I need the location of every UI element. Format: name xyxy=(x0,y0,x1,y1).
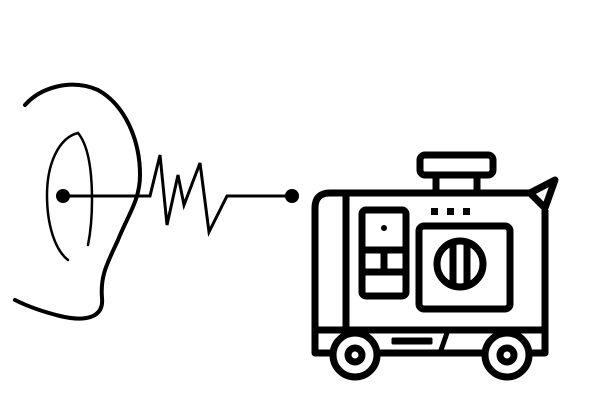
signal-line xyxy=(63,154,292,238)
ear-inner-arc-left xyxy=(45,131,80,262)
sound-wave-icon xyxy=(56,154,299,238)
base-slot xyxy=(391,337,433,345)
control-panel-switches xyxy=(362,246,406,276)
generator-body xyxy=(311,189,549,357)
fan-icon xyxy=(433,237,487,291)
control-panel-light xyxy=(381,225,387,231)
wheel-right xyxy=(481,329,533,381)
wheel-left-hub xyxy=(344,344,366,366)
wheel-left xyxy=(329,329,381,381)
indicator-dots xyxy=(431,208,470,215)
engine-panel xyxy=(415,222,514,313)
fan-grille xyxy=(449,243,471,285)
generator-handle xyxy=(416,151,497,179)
generator-icon xyxy=(311,151,559,381)
ear-inner-arc-right xyxy=(76,131,94,247)
wheel-right-hub xyxy=(496,344,518,366)
base-strut xyxy=(437,329,451,354)
generator-exhaust xyxy=(526,176,559,212)
ear-icon xyxy=(13,82,143,321)
signal-end-dot xyxy=(285,189,299,203)
ear-outline xyxy=(13,82,143,321)
